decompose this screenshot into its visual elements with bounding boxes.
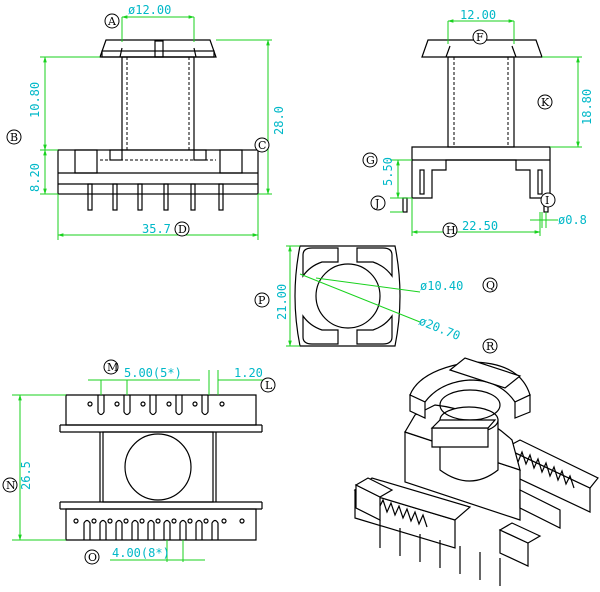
dim-a: ø12.00 [128, 3, 171, 17]
dim-o: 4.00(8*) [112, 546, 170, 560]
label-n: N [6, 479, 16, 492]
label-a: A [107, 15, 117, 28]
bottom-slots [73, 518, 245, 540]
dim-q: ø10.40 [420, 279, 463, 293]
dim-n: 26.5 [19, 461, 33, 490]
label-g: G [366, 154, 375, 167]
label-b: B [10, 131, 18, 144]
dim-l: 1.20 [234, 366, 263, 380]
label-r: R [486, 340, 495, 353]
dim-c: 28.0 [272, 106, 286, 135]
label-f: F [476, 31, 484, 44]
side-view: 12.00 18.80 5.50 22.50 ø0.8 F K G J H I [362, 8, 594, 238]
label-d: D [178, 223, 187, 236]
label-m: M [107, 361, 118, 374]
label-h: H [446, 224, 456, 237]
front-pins [87, 183, 224, 211]
dim-d: 35.7 [142, 222, 171, 236]
label-o: O [88, 551, 97, 564]
dim-i: ø0.8 [558, 213, 587, 227]
label-p: P [258, 294, 266, 307]
top-view: 21.00 ø10.40 ø20.70 P Q R [254, 245, 498, 354]
label-q: Q [486, 279, 495, 292]
front-view: ø12.00 10.80 8.20 28.0 35.7 A B C D [6, 3, 286, 240]
dim-p: 21.00 [275, 284, 289, 320]
isometric-view [353, 357, 599, 586]
dim-r: ø20.70 [417, 314, 462, 343]
dim-m: 5.00(5*) [124, 366, 182, 380]
label-c: C [258, 139, 266, 152]
iso-pins [379, 520, 501, 586]
bottom-view: 26.5 5.00(5*) 1.20 4.00(8*) M L N O [2, 359, 276, 565]
label-i: I [545, 194, 549, 207]
dim-k: 18.80 [580, 89, 594, 125]
label-k: K [541, 96, 550, 109]
dim-f: 12.00 [460, 8, 496, 22]
dim-b-top: 10.80 [28, 82, 42, 118]
label-j: J [374, 197, 379, 210]
dim-g: 5.50 [381, 157, 395, 186]
top-slots [87, 395, 225, 416]
dim-b-bot: 8.20 [28, 163, 42, 192]
label-l: L [265, 379, 273, 392]
dim-h: 22.50 [462, 219, 498, 233]
